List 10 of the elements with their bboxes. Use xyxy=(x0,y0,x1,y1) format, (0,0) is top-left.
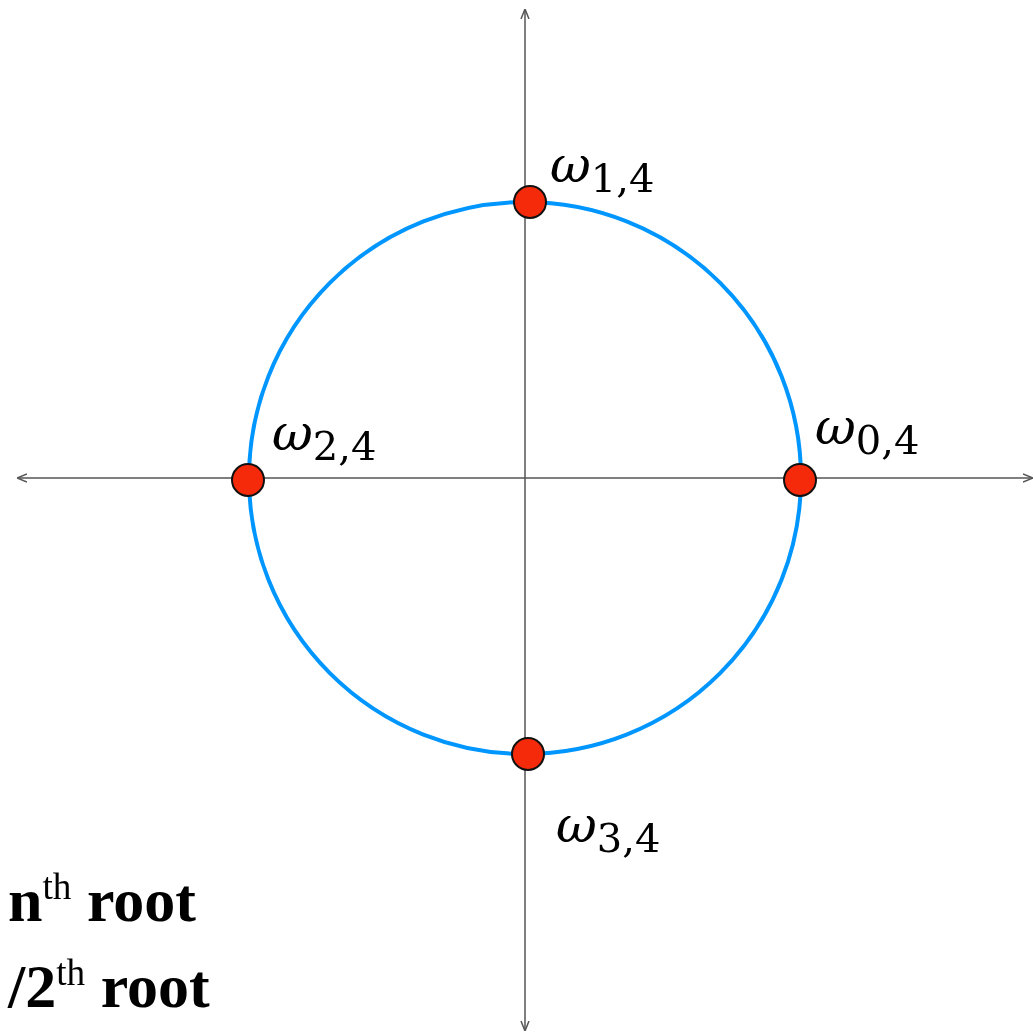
point-label: ω$_{1,4}$ xyxy=(550,140,655,198)
root-point xyxy=(783,463,817,497)
point-label: ω$_{2,4}$ xyxy=(272,408,377,466)
root-caption: n$^{th}$ root xyxy=(8,868,196,931)
root-caption: /2$^{th}$ root xyxy=(8,954,210,1017)
point-label: ω$_{3,4}$ xyxy=(556,800,661,858)
root-point xyxy=(511,737,545,771)
root-point xyxy=(513,185,547,219)
root-point xyxy=(231,463,265,497)
point-label: ω$_{0,4}$ xyxy=(815,402,920,460)
